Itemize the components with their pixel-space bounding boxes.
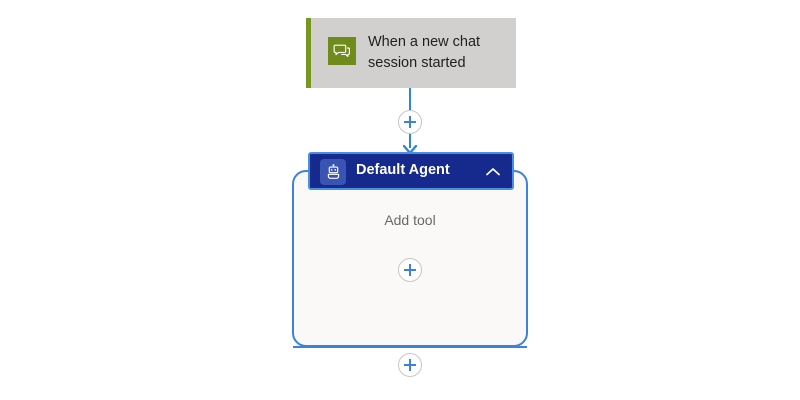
add-tool-button[interactable] (398, 258, 422, 282)
trigger-accent-bar (306, 18, 311, 88)
robot-icon (320, 159, 346, 185)
bottom-connector-line (293, 346, 527, 348)
trigger-node[interactable]: When a new chat session started (306, 18, 516, 88)
agent-header[interactable]: Default Agent (312, 156, 510, 186)
connector-line-upper (409, 88, 411, 110)
chat-bubbles-icon (328, 37, 356, 65)
add-step-button[interactable] (398, 110, 422, 134)
add-step-bottom-button[interactable] (398, 353, 422, 377)
plus-icon-vertical (409, 359, 411, 371)
connector-arrowhead-icon (402, 142, 418, 155)
agent-title: Default Agent (356, 162, 450, 178)
connector-line-lower (409, 134, 411, 148)
add-tool-label: Add tool (384, 212, 436, 228)
plus-icon-vertical (409, 116, 411, 128)
agent-header-selection-ring: Default Agent (308, 152, 514, 190)
trigger-label: When a new chat session started (368, 34, 481, 71)
plus-icon-vertical (409, 264, 411, 276)
chevron-up-icon[interactable] (485, 165, 501, 179)
